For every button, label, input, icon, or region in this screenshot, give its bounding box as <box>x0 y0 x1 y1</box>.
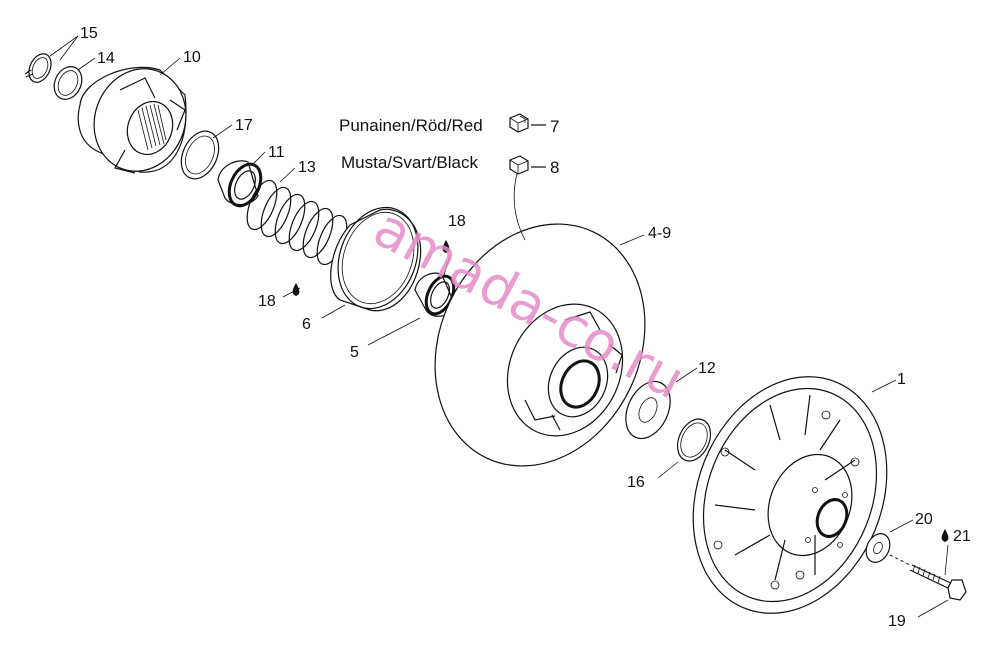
part-12-washer <box>625 380 671 440</box>
part-20-washer <box>865 533 891 563</box>
part-label-1: 1 <box>897 371 906 388</box>
grease-drop-icon <box>941 529 949 542</box>
part-4-9-movable-sheave <box>434 223 646 467</box>
part-label-20: 20 <box>915 511 933 528</box>
part-label-14: 14 <box>97 50 115 67</box>
part-label-5: 5 <box>350 344 359 361</box>
part-15-snap-ring <box>24 53 52 83</box>
part-label-18b: 18 <box>448 213 466 230</box>
part-label-16: 16 <box>627 474 645 491</box>
part-label-6: 6 <box>302 316 311 333</box>
part-10-cam-housing <box>77 66 187 174</box>
weight-block-icon <box>509 113 529 133</box>
part-label-18a: 18 <box>258 293 276 310</box>
part-label-17: 17 <box>235 117 253 134</box>
part-label-15: 15 <box>80 25 98 42</box>
part-label-4-9: 4-9 <box>648 225 671 242</box>
part-19-bolt <box>909 564 967 601</box>
part-label-13: 13 <box>298 159 316 176</box>
part-17-washer <box>180 130 220 180</box>
part-label-12: 12 <box>698 360 716 377</box>
part-label-10: 10 <box>183 49 201 66</box>
legend-red-text: Punainen/Röd/Red <box>339 116 483 135</box>
legend-black-number: 8 <box>550 158 559 177</box>
axis-dashed-line <box>889 554 911 566</box>
legend-red-number: 7 <box>550 117 559 136</box>
grease-drop-icon <box>292 283 300 296</box>
part-label-11: 11 <box>268 144 285 161</box>
part-label-21: 21 <box>953 528 971 545</box>
weight-block-icon <box>509 155 529 175</box>
grease-drop-icon <box>442 240 450 253</box>
part-1-fixed-sheave <box>692 376 888 614</box>
part-11-bushing <box>217 160 263 208</box>
part-6-cover-ring <box>330 206 422 312</box>
legend-black-text: Musta/Svart/Black <box>341 153 478 172</box>
part-label-19: 19 <box>888 613 906 630</box>
part-13-spring <box>246 179 348 266</box>
part-14-washer <box>53 66 83 100</box>
part-16-ring <box>676 418 712 462</box>
leader-lines <box>49 35 949 618</box>
